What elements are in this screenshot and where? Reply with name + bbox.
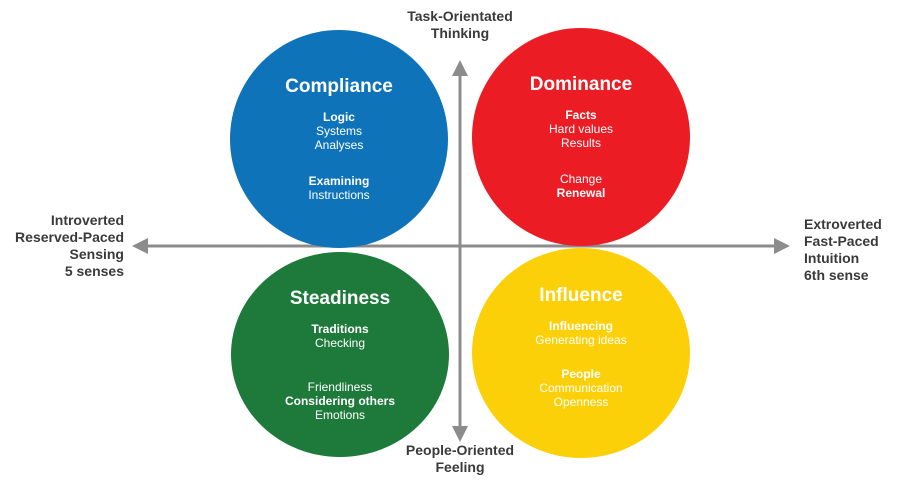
arrow-up-icon bbox=[452, 60, 468, 76]
dominance-group1-line: Hard values bbox=[548, 122, 614, 136]
compliance-group1-line: Logic bbox=[322, 110, 355, 124]
steadiness-group1-line: Traditions bbox=[311, 322, 369, 336]
dominance-group2-line: Renewal bbox=[556, 186, 606, 200]
left-axis-label: Introverted Reserved-Paced Sensing 5 sen… bbox=[15, 212, 124, 279]
steadiness-group2-line: Emotions bbox=[314, 408, 365, 422]
compliance-group1-line: Analyses bbox=[314, 138, 364, 152]
compliance-title: Compliance bbox=[285, 76, 393, 97]
steadiness-group2-line: Friendliness bbox=[307, 380, 373, 394]
compliance-group2-line: Instructions bbox=[308, 188, 370, 202]
arrow-right-icon bbox=[774, 238, 790, 254]
influence-title: Influence bbox=[539, 285, 623, 306]
top-axis-label: Task-Orientated Thinking bbox=[407, 8, 513, 41]
influence-group2-line: Openness bbox=[553, 395, 609, 409]
compliance-group2-line: Examining bbox=[308, 174, 370, 188]
steadiness-group2-line: Considering others bbox=[284, 394, 395, 408]
steadiness-group1-line: Checking bbox=[314, 336, 366, 350]
influence-group1-line: Generating ideas bbox=[535, 333, 627, 347]
arrow-left-icon bbox=[132, 238, 148, 254]
dominance-group1-line: Facts bbox=[565, 108, 597, 122]
compliance-group1-line: Systems bbox=[315, 124, 362, 138]
dominance-title: Dominance bbox=[529, 74, 633, 95]
dominance-group2-line: Change bbox=[559, 172, 603, 186]
influence-group1-line: Influencing bbox=[549, 319, 613, 333]
steadiness-title: Steadiness bbox=[289, 288, 391, 309]
influence-group2-line: Communication bbox=[539, 381, 623, 395]
bottom-axis-label: People-Oriented Feeling bbox=[405, 442, 515, 475]
right-axis-label: Extroverted Fast-Paced Intuition 6th sen… bbox=[804, 216, 882, 283]
arrow-down-icon bbox=[452, 426, 468, 442]
dominance-group1-line: Results bbox=[560, 136, 601, 150]
influence-group2-line: People bbox=[561, 367, 601, 381]
